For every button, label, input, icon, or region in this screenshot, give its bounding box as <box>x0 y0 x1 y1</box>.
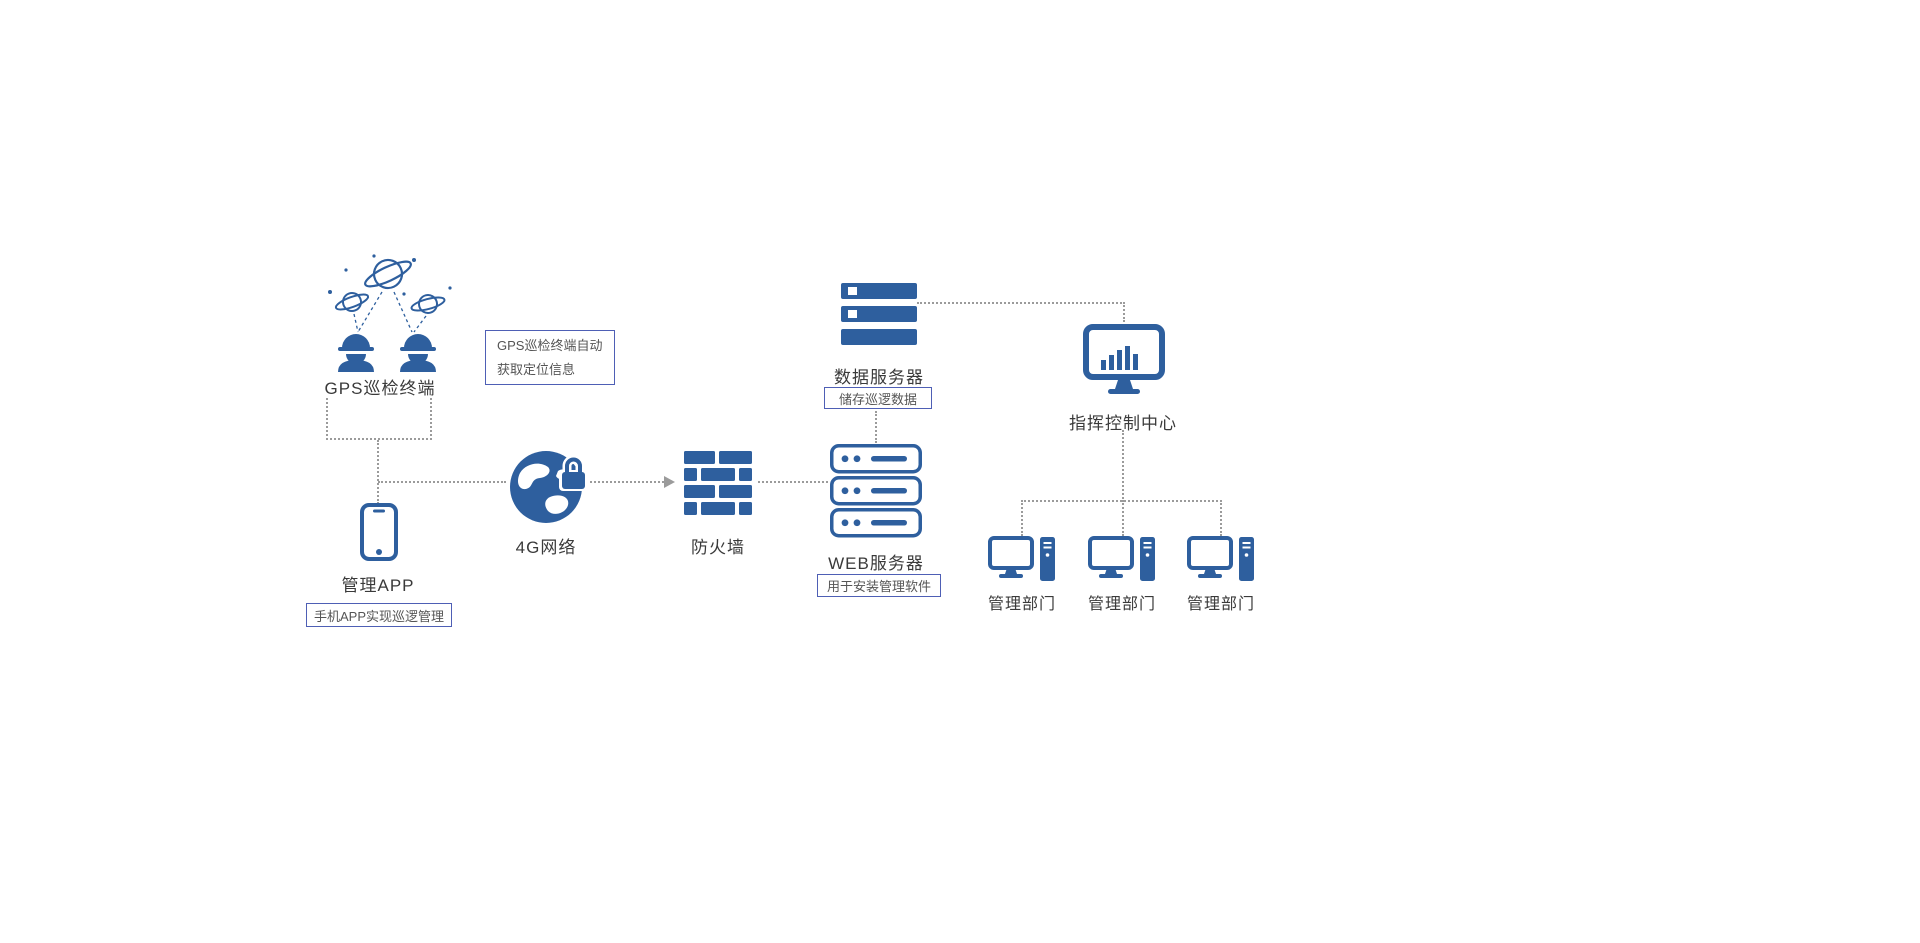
connector-gps-bracket-right <box>430 398 432 440</box>
desktop-computer-icon <box>988 536 1055 581</box>
command-center-node <box>1082 323 1166 403</box>
connector-departments-branch <box>1021 500 1222 502</box>
gps-note-box: GPS巡检终端自动 获取定位信息 <box>485 330 615 385</box>
department-label-2: 管理部门 <box>1087 596 1156 613</box>
connector-data-to-command-h <box>917 302 1125 304</box>
desktop-computer-icon <box>1187 536 1254 581</box>
connector-web-to-data <box>875 411 877 443</box>
connector-firewall-to-web <box>758 481 828 483</box>
department-label-1: 管理部门 <box>987 596 1056 613</box>
gps-terminal-node <box>316 248 456 374</box>
connector-to-department-2 <box>1122 500 1124 536</box>
connector-command-down <box>1122 430 1124 502</box>
monitor-chart-icon <box>1083 324 1165 394</box>
firewall-label: 防火墙 <box>691 538 745 557</box>
app-node <box>360 503 398 561</box>
desktop-computer-icon <box>1088 536 1155 581</box>
department-node-3 <box>1187 536 1255 586</box>
data-server-note-box: 储存巡逻数据 <box>824 387 932 409</box>
connector-gps-bracket-bottom <box>326 438 432 440</box>
data-server-node <box>841 283 917 345</box>
department-node-2 <box>1088 536 1156 586</box>
connector-to-department-1 <box>1021 500 1023 536</box>
connector-4g-to-firewall <box>590 481 664 483</box>
web-server-label: WEB服务器 <box>828 554 924 573</box>
data-server-label: 数据服务器 <box>834 368 924 387</box>
database-icon <box>841 283 917 345</box>
gps-terminal-label: GPS巡检终端 <box>324 379 436 398</box>
lock-icon <box>559 455 588 491</box>
smartphone-icon <box>360 503 398 561</box>
connector-gps-to-app <box>377 440 379 504</box>
connector-gps-bracket-left <box>326 398 328 440</box>
command-center-label: 指挥控制中心 <box>1069 414 1177 433</box>
web-server-node <box>830 444 922 539</box>
gps-note-line2: 获取定位信息 <box>497 361 576 377</box>
arrowhead-to-firewall <box>664 476 675 488</box>
connector-to-department-3 <box>1220 500 1222 536</box>
department-node-1 <box>988 536 1056 586</box>
web-server-note-box: 用于安装管理软件 <box>817 574 941 597</box>
bar-chart-icon <box>1101 346 1138 370</box>
satellite-icon <box>328 254 452 372</box>
firewall-node <box>684 451 752 515</box>
globe-lock-icon <box>510 451 588 523</box>
gps-note-line1: GPS巡检终端自动 <box>497 338 603 354</box>
connector-data-to-command-v <box>1123 302 1125 322</box>
worker-icon <box>400 334 436 372</box>
app-label: 管理APP <box>341 576 415 595</box>
worker-icon <box>338 334 374 372</box>
brick-wall-icon <box>684 451 752 515</box>
app-note-box: 手机APP实现巡逻管理 <box>306 603 452 627</box>
department-label-3: 管理部门 <box>1186 596 1255 613</box>
network-4g-label: 4G网络 <box>515 538 577 557</box>
connector-app-to-4g <box>378 481 506 483</box>
server-stack-icon <box>830 444 922 538</box>
network-4g-node <box>506 447 590 525</box>
